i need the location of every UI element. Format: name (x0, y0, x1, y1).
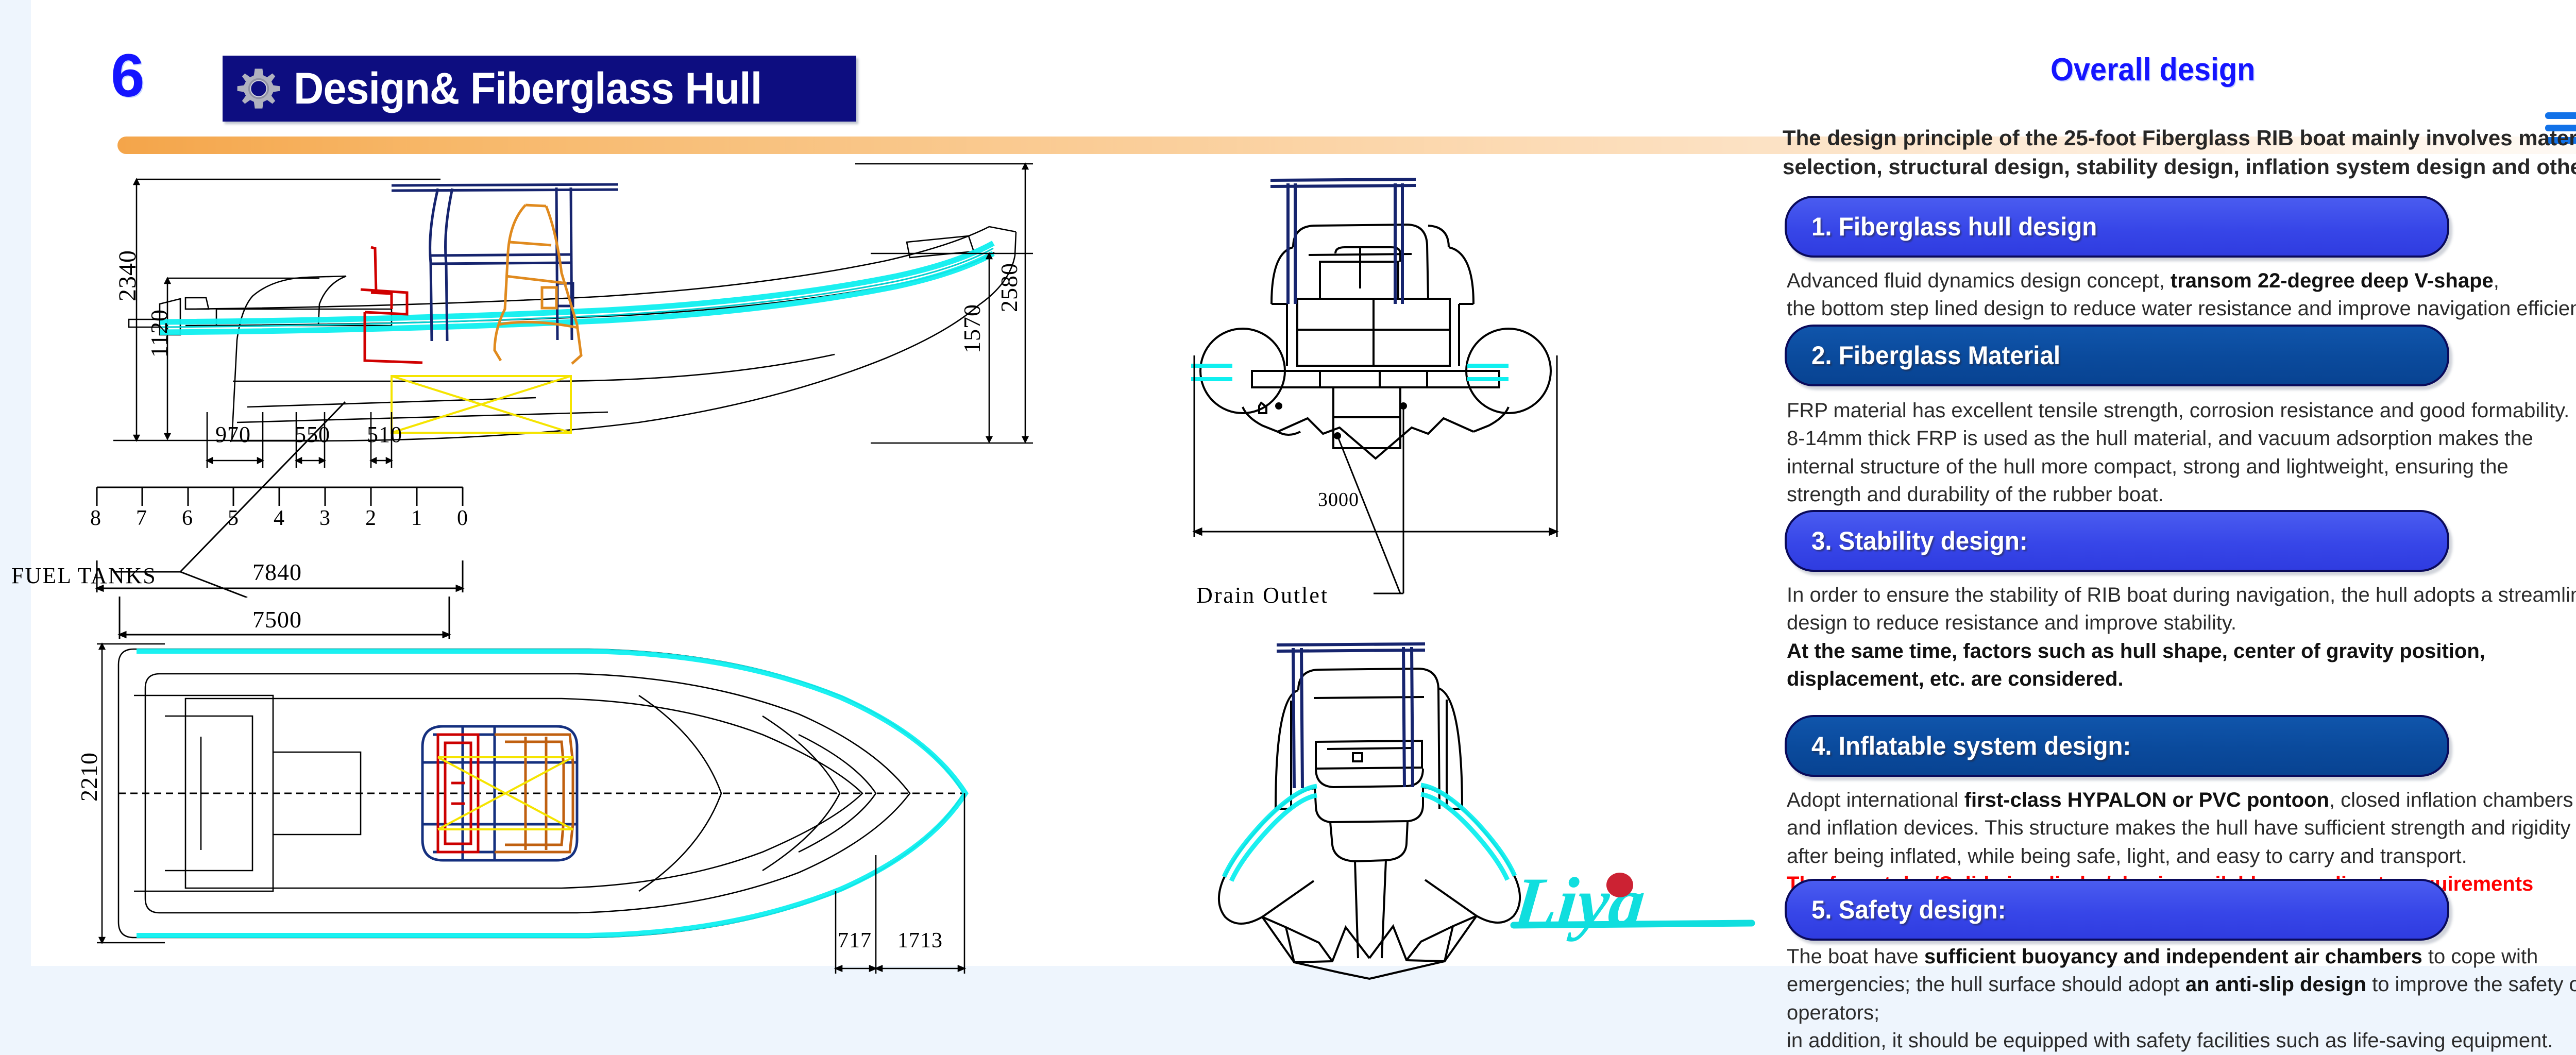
dim-seg-970: 970 (215, 422, 251, 447)
dim-seg-550: 550 (295, 422, 330, 447)
dim-beam: 2210 (76, 752, 102, 802)
section-1-body: Advanced fluid dynamics design concept, … (1787, 269, 2576, 320)
slide-root: 6 Design& Fiberglass Hull (11, 0, 2576, 1052)
dim-overall-height: 2340 (114, 250, 141, 301)
section-3-body: In order to ensure the stability of RIB … (1787, 584, 2576, 691)
svg-text:Liya: Liya (1510, 863, 1649, 942)
section-3-button[interactable]: 3. Stability design: (1785, 510, 2449, 572)
dim-length-hull: 7500 (252, 606, 302, 633)
section-5-label: 5. Safety design: (1811, 895, 2006, 924)
liya-logo-cyan: Liya (1510, 860, 1798, 948)
dim-freeboard: 1570 (959, 304, 985, 353)
section-4: 4. Inflatable system design: (1785, 715, 2449, 777)
section-4-label: 4. Inflatable system design: (1811, 731, 2131, 760)
header-accent-bar (117, 137, 2576, 154)
gear-icon (235, 65, 282, 112)
intro-paragraph: The design principle of the 25-foot Fibe… (1783, 124, 2576, 182)
fuel-tanks-label: FUEL TANKS (11, 563, 157, 588)
boat-front-view: 3000 Drain Outlet (1185, 149, 1690, 613)
side-view-segment-dims: 970 550 510 (31, 412, 1195, 474)
liya-logo-blue: Liya (2545, 98, 2576, 170)
station-label: 0 (457, 506, 468, 530)
section-title-text: Design& Fiberglass Hull (294, 64, 762, 113)
section-5: 5. Safety design: (1785, 879, 2449, 941)
boat-rear-view (1185, 639, 1690, 989)
dim-total-height-right: 2580 (996, 263, 1022, 312)
overall-design-title: Overall design (2050, 52, 2256, 88)
drain-outlet-label: Drain Outlet (1196, 583, 1329, 608)
section-1-label: 1. Fiberglass hull design (1811, 212, 2097, 241)
section-4-body: Adopt international first-class HYPALON … (1787, 789, 2573, 896)
dim-seg-717: 717 (838, 929, 872, 952)
side-view-length-dims: 7840 7500 (31, 556, 1195, 649)
intro-line-1: The design principle of the 25-foot Fibe… (1783, 126, 2576, 150)
section-2: 2. Fiberglass Material (1785, 325, 2449, 386)
section-3-label: 3. Stability design: (1811, 526, 2028, 555)
boat-side-view: 2340 1120 1570 2580 (31, 155, 1195, 484)
fuel-tanks-leader (31, 381, 495, 598)
section-1: 1. Fiberglass hull design (1785, 196, 2449, 258)
dim-length-overall: 7840 (252, 559, 302, 585)
section-1-button[interactable]: 1. Fiberglass hull design (1785, 196, 2449, 258)
dim-beam-overall: 3000 (1318, 489, 1359, 511)
section-2-label: 2. Fiberglass Material (1811, 341, 2061, 370)
intro-line-2: selection, structural design, stability … (1783, 155, 2576, 179)
section-2-body: FRP material has excellent tensile stren… (1787, 399, 2570, 506)
station-label: 6 (182, 506, 193, 530)
station-label: 4 (274, 506, 285, 530)
station-label: 7 (136, 506, 147, 530)
section-title-bar: Design& Fiberglass Hull (223, 56, 856, 122)
section-4-button[interactable]: 4. Inflatable system design: (1785, 715, 2449, 777)
boat-plan-view: 2210 717 1713 (31, 634, 1195, 984)
right-text-panel: Overall design Liya The design principle… (1762, 36, 2576, 1052)
station-label: 8 (90, 506, 101, 530)
section-3: 3. Stability design: (1785, 510, 2449, 572)
dim-tube-height: 1120 (146, 309, 172, 358)
section-5-button[interactable]: 5. Safety design: (1785, 879, 2449, 941)
section-number: 6 (111, 42, 145, 110)
station-scale: 8 7 6 5 4 3 2 1 0 (31, 479, 1195, 546)
station-label: 3 (319, 506, 331, 530)
section-5-body: The boat have sufficient buoyancy and in… (1787, 945, 2576, 1052)
station-label: 1 (411, 506, 422, 530)
dim-seg-1713: 1713 (897, 929, 943, 952)
dim-seg-510: 510 (367, 422, 402, 447)
section-2-button[interactable]: 2. Fiberglass Material (1785, 325, 2449, 386)
station-label: 2 (365, 506, 377, 530)
